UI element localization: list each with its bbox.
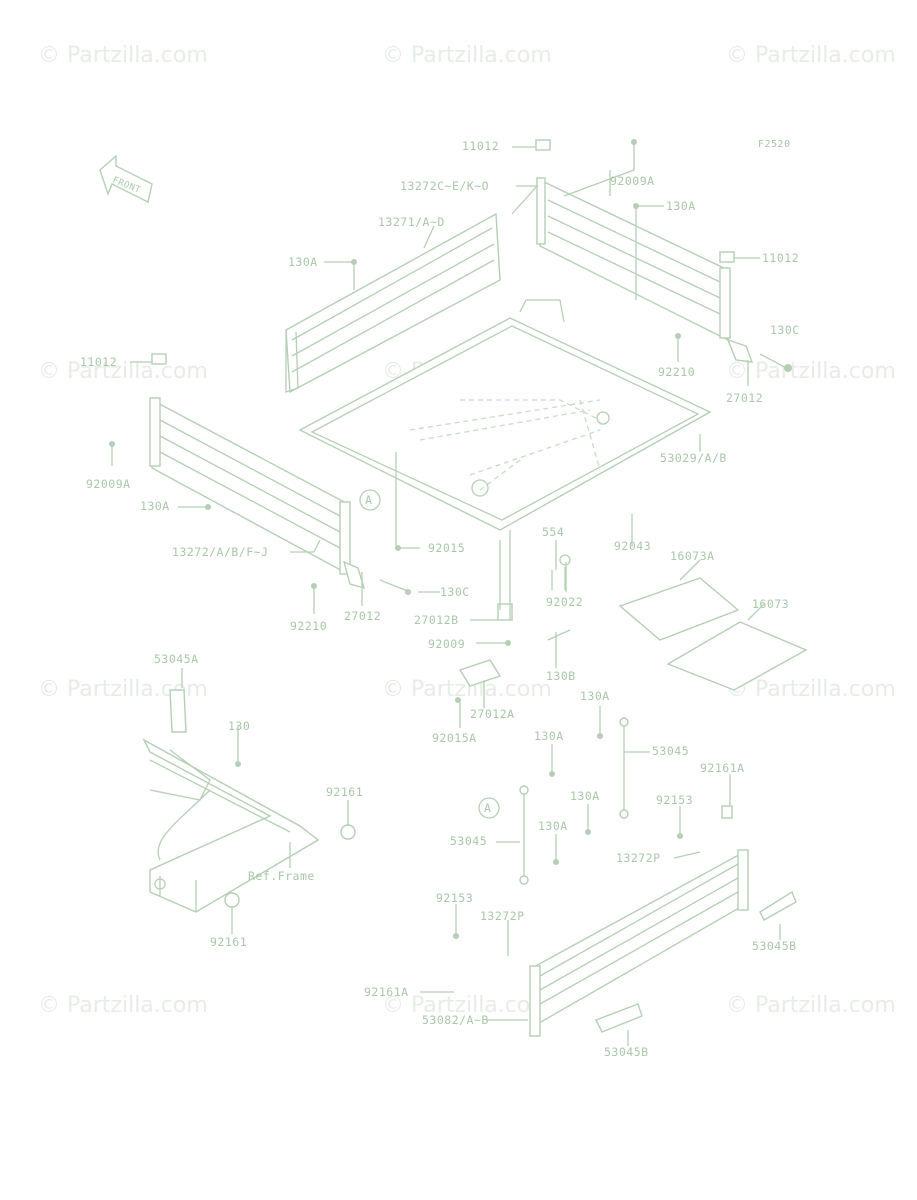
label-130a: 130A bbox=[570, 789, 600, 803]
label-13271: 13271/A~D bbox=[378, 215, 445, 229]
cap-11012-right bbox=[719, 251, 735, 263]
label-11012: 11012 bbox=[80, 355, 117, 369]
label-27012b: 27012B bbox=[414, 613, 459, 627]
label-53045b: 53045B bbox=[752, 939, 797, 953]
label-53082: 53082/A~B bbox=[422, 1013, 489, 1027]
label-27012: 27012 bbox=[344, 609, 381, 623]
front-arrow-icon: FRONT bbox=[99, 154, 153, 204]
label-130a: 130A bbox=[140, 499, 170, 513]
callout-a-top: A bbox=[359, 489, 381, 511]
label-130c: 130C bbox=[440, 585, 470, 599]
svg-text:A: A bbox=[484, 801, 491, 815]
label-130: 130 bbox=[228, 719, 250, 733]
watermark-text: © Partzilla.com bbox=[726, 993, 896, 1018]
label-130a: 130A bbox=[580, 689, 610, 703]
ref-frame-label: Ref.Frame bbox=[248, 869, 315, 883]
label-92153: 92153 bbox=[656, 793, 693, 807]
label-92210: 92210 bbox=[290, 619, 327, 633]
side-panel-13271 bbox=[285, 212, 501, 394]
label-92153: 92153 bbox=[436, 891, 473, 905]
centre-fasteners bbox=[458, 530, 571, 687]
label-554: 554 bbox=[542, 525, 564, 539]
side-panel-13272c bbox=[536, 177, 731, 342]
callout-a-bottom: A bbox=[478, 797, 500, 819]
label-13272p: 13272P bbox=[616, 851, 661, 865]
label-92022: 92022 bbox=[546, 595, 583, 609]
label-92009a: 92009A bbox=[610, 174, 655, 188]
label-92210: 92210 bbox=[658, 365, 695, 379]
label-27012a: 27012A bbox=[470, 707, 515, 721]
label-130a: 130A bbox=[534, 729, 564, 743]
hinge-27012-left bbox=[342, 560, 411, 593]
watermark-text: © Partzilla.com bbox=[382, 43, 552, 68]
label-13272c: 13272C~E/K~O bbox=[400, 179, 489, 193]
label-11012: 11012 bbox=[762, 251, 799, 265]
label-53045b: 53045B bbox=[604, 1045, 649, 1059]
label-13272p: 13272P bbox=[480, 909, 525, 923]
label-130a: 130A bbox=[288, 255, 318, 269]
figure-code: F2520 bbox=[758, 139, 791, 150]
label-92015: 92015 bbox=[428, 541, 465, 555]
watermark-text: © Partzilla.com bbox=[726, 43, 896, 68]
label-53029: 53029/A/B bbox=[660, 451, 727, 465]
label-92161a: 92161A bbox=[700, 761, 745, 775]
watermark-text: © Partzilla.com bbox=[726, 359, 896, 384]
frame-bracket bbox=[142, 689, 356, 913]
label-16073: 16073 bbox=[752, 597, 789, 611]
cargo-bed-floor bbox=[298, 299, 712, 531]
label-53045: 53045 bbox=[652, 744, 689, 758]
cap-11012-top bbox=[535, 139, 551, 151]
label-11012: 11012 bbox=[462, 139, 499, 153]
label-92161: 92161 bbox=[210, 935, 247, 949]
svg-text:A: A bbox=[365, 493, 372, 507]
label-92009: 92009 bbox=[428, 637, 465, 651]
label-130c: 130C bbox=[770, 323, 800, 337]
leader-lines bbox=[109, 139, 792, 1046]
label-53045a: 53045A bbox=[154, 652, 199, 666]
label-16073a: 16073A bbox=[670, 549, 715, 563]
watermark-text: © Partzilla.com bbox=[38, 359, 208, 384]
cap-11012-left bbox=[151, 353, 167, 365]
rear-bumper-assembly bbox=[519, 717, 797, 1037]
part-labels: 11012 92009A 13272C~E/K~O 130A 13271/A~D… bbox=[80, 139, 800, 1059]
label-92161a: 92161A bbox=[364, 985, 409, 999]
label-130a: 130A bbox=[538, 819, 568, 833]
label-130b: 130B bbox=[546, 669, 576, 683]
label-53045: 53045 bbox=[450, 834, 487, 848]
label-13272: 13272/A/B/F~J bbox=[172, 545, 269, 559]
watermark-text: © Partzilla.com bbox=[38, 993, 208, 1018]
label-92009a: 92009A bbox=[86, 477, 131, 491]
label-130a: 130A bbox=[666, 199, 696, 213]
watermark-text: © Partzilla.com bbox=[382, 993, 552, 1018]
watermark-text: © Partzilla.com bbox=[726, 677, 896, 702]
watermark-text: © Partzilla.com bbox=[38, 43, 208, 68]
plates-16073 bbox=[618, 577, 808, 691]
label-27012: 27012 bbox=[726, 391, 763, 405]
label-92015a: 92015A bbox=[432, 731, 477, 745]
label-92161: 92161 bbox=[326, 785, 363, 799]
label-92043: 92043 bbox=[614, 539, 651, 553]
